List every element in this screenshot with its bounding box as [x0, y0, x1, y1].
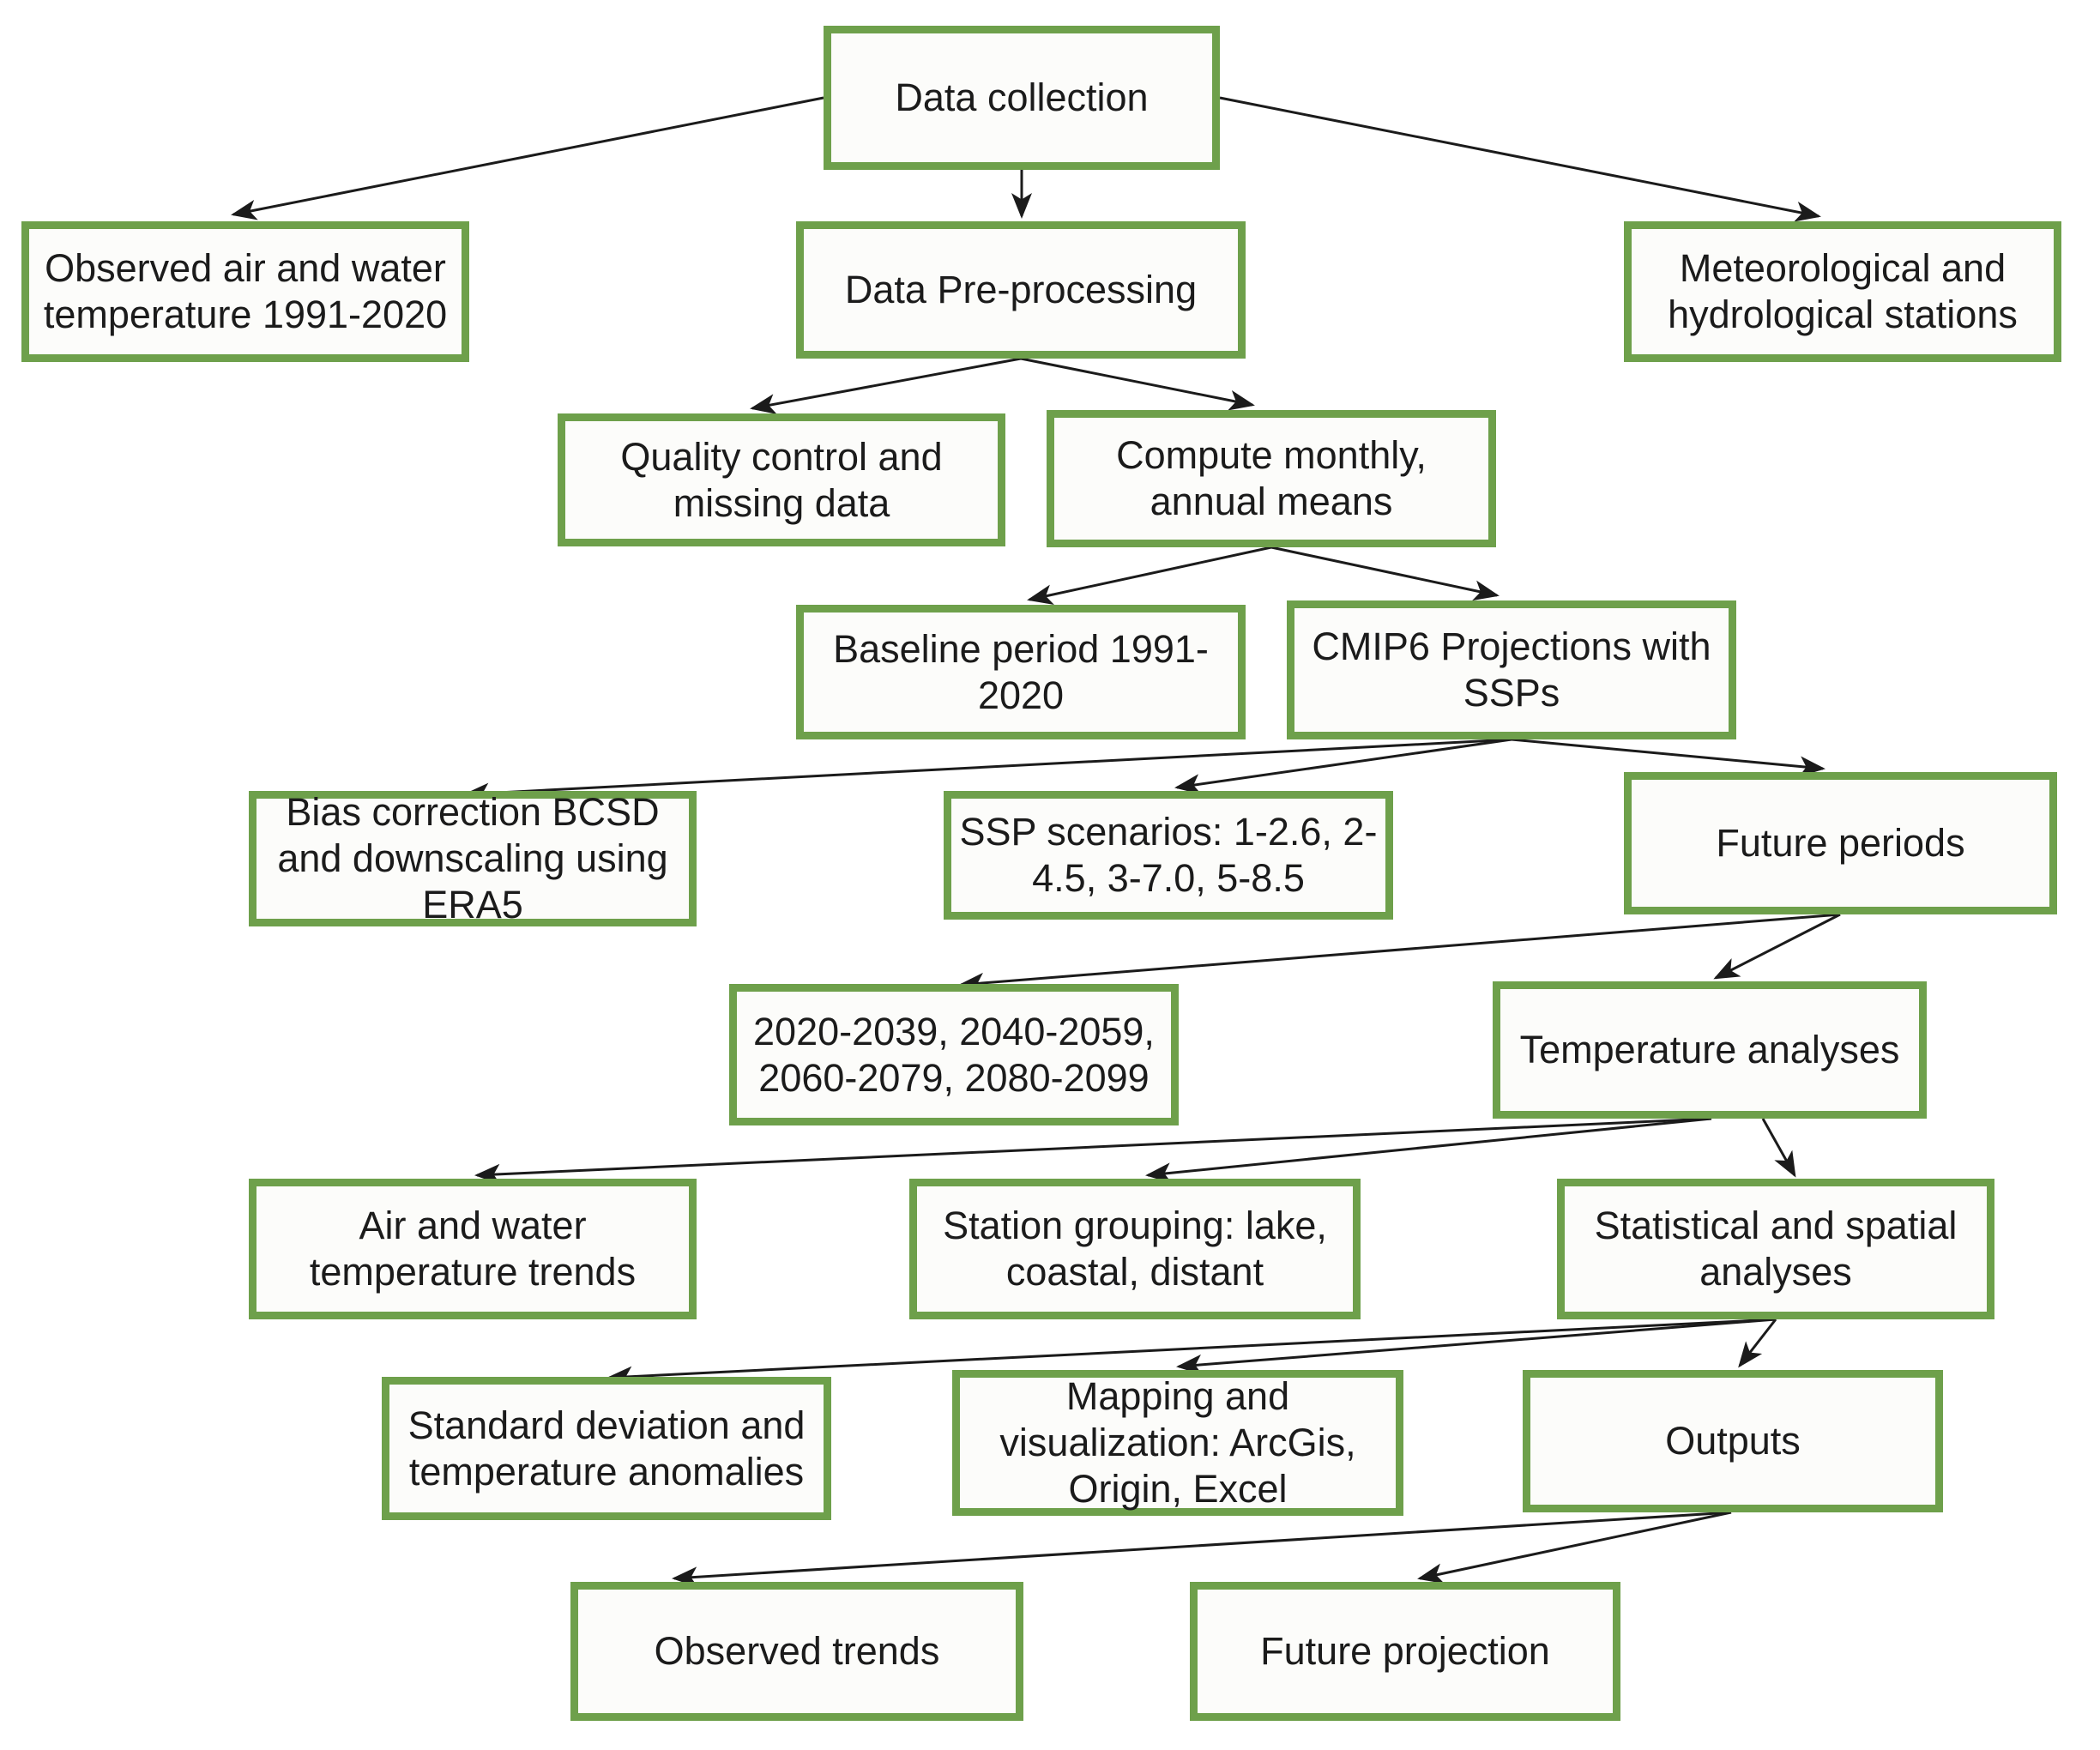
flow-node-label: Mapping and visualization: ArcGis, Origi…: [999, 1374, 1356, 1511]
flow-node-label: Baseline period 1991-2020: [833, 626, 1209, 717]
flow-arrow-data-preprocessing-to-quality-control: [750, 357, 1022, 414]
flow-arrow-cmip6-projections-to-future-periods: [1511, 738, 1825, 777]
flow-arrow-data-collection-to-observed-air-water: [231, 96, 824, 220]
flow-node-label: Outputs: [1665, 1419, 1801, 1463]
flow-arrow-future-periods-to-temperature-analyses: [1713, 913, 1841, 980]
flow-node-period-ranges: 2020-2039, 2040-2059, 2060-2079, 2080-20…: [729, 984, 1179, 1125]
flow-node-label: Observed trends: [654, 1629, 940, 1673]
flow-arrow-data-collection-to-met-stations: [1219, 96, 1821, 222]
flow-arrow-future-periods-to-period-ranges: [958, 913, 1841, 993]
flow-node-temperature-analyses: Temperature analyses: [1493, 981, 1927, 1119]
flow-node-label: CMIP6 Projections with SSPs: [1312, 625, 1711, 715]
flow-node-observed-air-water: Observed air and water temperature 1991-…: [21, 221, 469, 362]
flow-arrow-cmip6-projections-to-bias-correction: [463, 738, 1512, 804]
flow-node-label: Future periods: [1716, 821, 1965, 865]
flow-arrow-temperature-analyses-to-air-water-trends: [474, 1117, 1712, 1185]
flow-node-label: Air and water temperature trends: [309, 1204, 637, 1294]
flow-node-ssp-scenarios: SSP scenarios: 1-2.6, 2-4.5, 3-7.0, 5-8.…: [944, 791, 1393, 920]
flow-node-met-stations: Meteorological and hydrological stations: [1624, 221, 2061, 362]
flow-arrow-temperature-analyses-to-statistical-spatial: [1761, 1118, 1796, 1178]
flow-node-label: Compute monthly, annual means: [1116, 433, 1427, 523]
flow-arrow-temperature-analyses-to-station-grouping: [1145, 1117, 1712, 1184]
flow-node-label: Bias correction BCSD and downscaling usi…: [277, 790, 668, 926]
flow-node-bias-correction: Bias correction BCSD and downscaling usi…: [249, 790, 697, 926]
flow-node-label: Meteorological and hydrological stations: [1668, 246, 2018, 336]
flow-node-label: 2020-2039, 2040-2059, 2060-2079, 2080-20…: [753, 1009, 1155, 1100]
flow-node-label: Statistical and spatial analyses: [1594, 1204, 1958, 1294]
flow-arrow-statistical-spatial-to-std-dev-anomalies: [606, 1318, 1777, 1387]
flow-node-future-projection: Future projection: [1190, 1582, 1620, 1721]
flow-arrow-statistical-spatial-to-outputs: [1738, 1319, 1777, 1368]
flow-arrow-outputs-to-future-projection: [1417, 1511, 1732, 1584]
flow-node-label: Future projection: [1260, 1629, 1550, 1673]
flow-arrow-compute-means-to-baseline-period: [1027, 546, 1272, 606]
flow-node-compute-means: Compute monthly, annual means: [1047, 410, 1496, 547]
flow-arrow-statistical-spatial-to-mapping-viz: [1176, 1318, 1777, 1375]
flow-node-cmip6-projections: CMIP6 Projections with SSPs: [1287, 600, 1736, 739]
flow-arrow-outputs-to-observed-trends: [672, 1511, 1732, 1588]
flow-node-label: Temperature analyses: [1519, 1028, 1900, 1071]
flow-node-outputs: Outputs: [1523, 1370, 1943, 1512]
flow-node-future-periods: Future periods: [1624, 772, 2057, 914]
flow-node-data-preprocessing: Data Pre-processing: [796, 221, 1246, 359]
flow-node-station-grouping: Station grouping: lake, coastal, distant: [909, 1179, 1361, 1319]
flow-arrow-cmip6-projections-to-ssp-scenarios: [1174, 738, 1512, 795]
flow-arrow-compute-means-to-cmip6-projections: [1270, 546, 1500, 601]
flow-node-label: Data collection: [895, 75, 1149, 119]
flow-node-label: Standard deviation and temperature anoma…: [407, 1403, 806, 1494]
flow-node-mapping-viz: Mapping and visualization: ArcGis, Origi…: [952, 1370, 1403, 1516]
flow-node-label: SSP scenarios: 1-2.6, 2-4.5, 3-7.0, 5-8.…: [959, 810, 1378, 900]
flow-node-label: Quality control and missing data: [620, 434, 943, 525]
flow-node-observed-trends: Observed trends: [570, 1582, 1023, 1721]
flow-node-label: Observed air and water temperature 1991-…: [43, 246, 448, 336]
flow-node-air-water-trends: Air and water temperature trends: [249, 1179, 697, 1319]
flow-node-std-dev-anomalies: Standard deviation and temperature anoma…: [382, 1377, 831, 1520]
flow-node-quality-control: Quality control and missing data: [558, 413, 1005, 546]
flow-node-data-collection: Data collection: [824, 26, 1220, 170]
flow-node-label: Station grouping: lake, coastal, distant: [943, 1204, 1327, 1294]
flow-node-label: Data Pre-processing: [844, 268, 1198, 311]
flow-arrow-data-preprocessing-to-compute-means: [1020, 357, 1255, 411]
flow-node-baseline-period: Baseline period 1991-2020: [796, 605, 1246, 739]
flow-node-statistical-spatial: Statistical and spatial analyses: [1557, 1179, 1994, 1319]
